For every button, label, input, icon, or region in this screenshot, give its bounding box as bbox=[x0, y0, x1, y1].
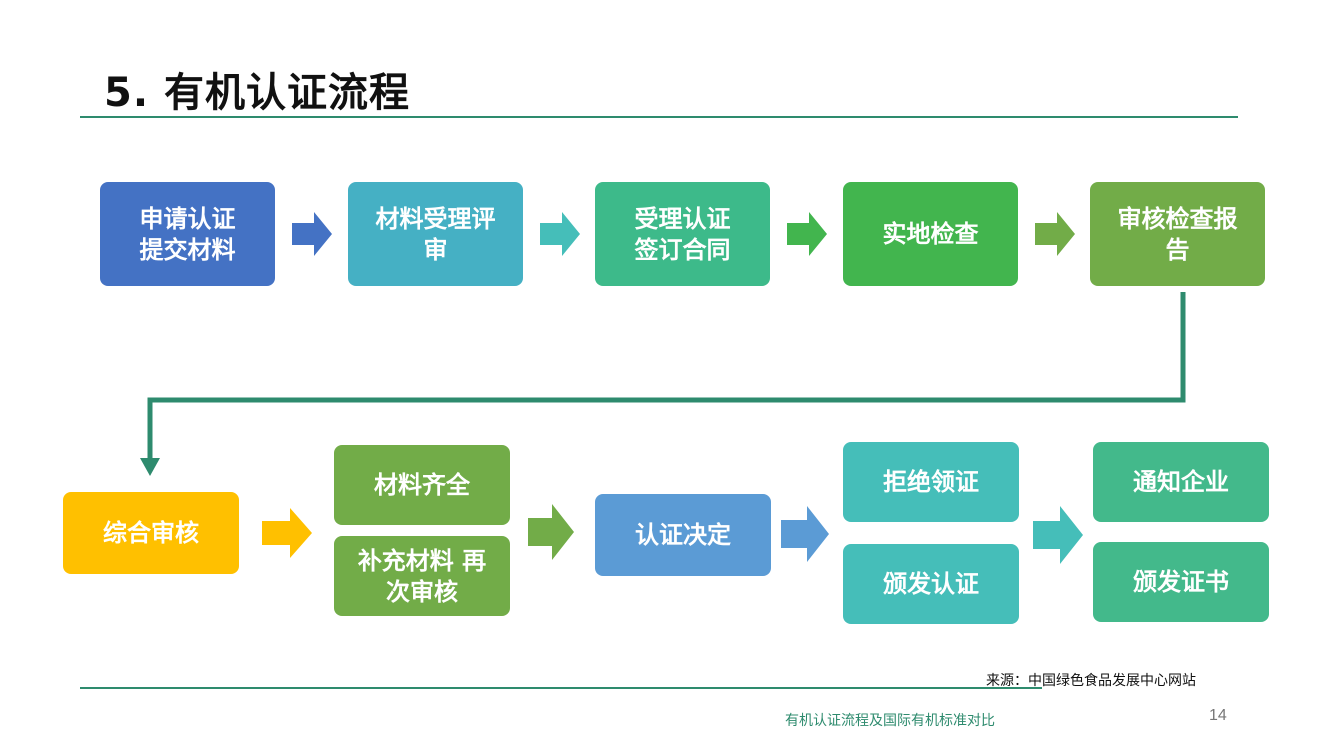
step-apply-line1: 申请认证 bbox=[139, 203, 236, 233]
page-number: 14 bbox=[1209, 707, 1227, 724]
arrow-right-icon bbox=[1035, 212, 1075, 256]
refuse-certificate: 拒绝领证 bbox=[843, 442, 1019, 522]
supplement-materials-line1: 补充材料 再 bbox=[357, 545, 487, 575]
step-contract: 受理认证签订合同 bbox=[595, 182, 770, 286]
notify-enterprise: 通知企业 bbox=[1093, 442, 1269, 522]
step-apply-line2: 提交材料 bbox=[139, 235, 236, 264]
step-inspection-line1: 实地检查 bbox=[882, 219, 979, 249]
supplement-materials: 补充材料 再次审核 bbox=[334, 536, 510, 616]
footer-title: 有机认证流程及国际有机标准对比 bbox=[785, 713, 995, 729]
notify-enterprise-label: 通知企业 bbox=[1133, 467, 1229, 497]
materials-complete-label: 材料齐全 bbox=[374, 470, 470, 500]
step-contract-line1: 受理认证 bbox=[634, 203, 731, 233]
step-report-line2: 告 bbox=[1165, 235, 1190, 264]
materials-complete: 材料齐全 bbox=[334, 445, 510, 525]
arrow-right-icon bbox=[540, 212, 580, 256]
comprehensive-review: 综合审核 bbox=[63, 492, 239, 574]
arrow-right-icon bbox=[781, 506, 829, 562]
step-inspection: 实地检查 bbox=[843, 182, 1018, 286]
issue-certificate-label: 颁发证书 bbox=[1133, 567, 1229, 597]
refuse-certificate-label: 拒绝领证 bbox=[883, 467, 979, 497]
arrow-right-icon bbox=[787, 212, 827, 256]
title-divider bbox=[80, 116, 1238, 118]
footer-divider bbox=[80, 687, 1042, 689]
certification-decision-label: 认证决定 bbox=[635, 520, 731, 550]
page-title: 5. 有机认证流程 bbox=[104, 70, 410, 116]
issue-certification-label: 颁发认证 bbox=[883, 569, 979, 599]
step-report-line1: 审核检查报 bbox=[1117, 203, 1238, 233]
step-accept-review-line1: 材料受理评 bbox=[375, 203, 496, 233]
step-accept-review: 材料受理评审 bbox=[348, 182, 523, 286]
source-note: 来源：中国绿色食品发展中心网站 bbox=[986, 673, 1196, 689]
step-report: 审核检查报告 bbox=[1090, 182, 1265, 286]
arrow-right-icon bbox=[292, 212, 332, 256]
step-apply: 申请认证提交材料 bbox=[100, 182, 275, 286]
issue-certificate: 颁发证书 bbox=[1093, 542, 1269, 622]
step-accept-review-line2: 审 bbox=[423, 235, 448, 264]
arrow-right-icon bbox=[1033, 506, 1083, 564]
arrow-right-icon bbox=[262, 508, 312, 558]
step-contract-line2: 签订合同 bbox=[634, 235, 731, 264]
supplement-materials-line2: 次审核 bbox=[385, 577, 458, 606]
issue-certification: 颁发认证 bbox=[843, 544, 1019, 624]
comprehensive-review-label: 综合审核 bbox=[103, 518, 199, 548]
certification-decision: 认证决定 bbox=[595, 494, 771, 576]
connector-arrow bbox=[140, 292, 1186, 476]
arrow-right-icon bbox=[528, 504, 574, 560]
